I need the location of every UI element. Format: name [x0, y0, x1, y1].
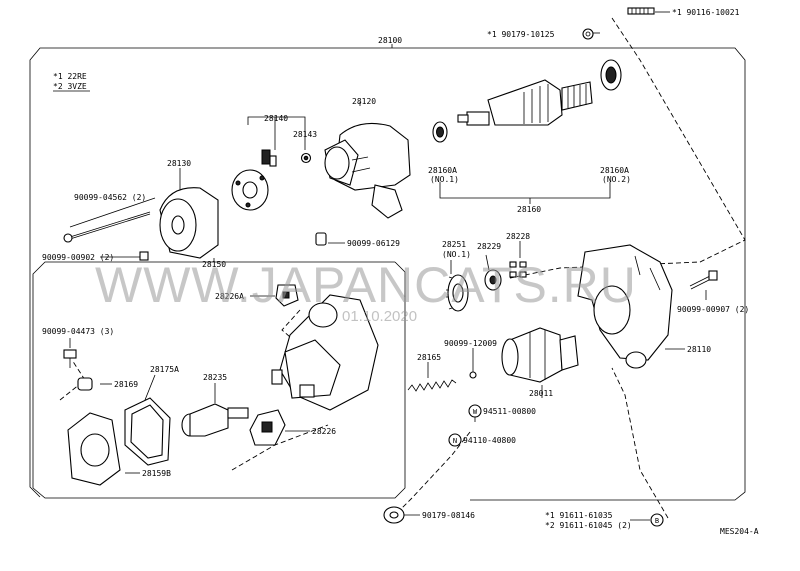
terminal-28226	[249, 409, 286, 446]
legend-line-1: *1 22RE	[53, 72, 87, 81]
ball-90099-12009	[469, 371, 477, 379]
watermark-date: 01.10.2020	[342, 308, 417, 325]
callout-b-letter: B	[655, 517, 659, 525]
callout-w: W	[468, 404, 482, 418]
label-28226: 28226	[312, 427, 336, 436]
label-28159b: 28159B	[142, 469, 171, 478]
callout-b: B	[650, 513, 664, 527]
magnetic-switch-28150	[271, 294, 379, 411]
yoke-28120	[324, 122, 411, 219]
label-28160a-no1-qualifier: (NO.1)	[430, 175, 459, 184]
armature-28160	[457, 79, 593, 126]
label-90099-06129: 90099-06129	[347, 239, 400, 248]
label-28120: 28120	[352, 97, 376, 106]
label-28160a-no2-qualifier: (NO.2)	[602, 175, 631, 184]
end-frame-28130	[159, 187, 219, 259]
retainer-28229	[484, 269, 502, 291]
label-90099-00902: 90099-00902 (2)	[42, 253, 114, 262]
screw-90099-00902	[139, 251, 149, 261]
washer-90179-10125	[582, 28, 594, 40]
rollers-28228	[509, 261, 527, 278]
washer-90179-08146	[383, 506, 405, 524]
spring-28165	[407, 379, 457, 392]
label-90099-12009: 90099-12009	[444, 339, 497, 348]
pinion-gear-28251	[446, 274, 469, 312]
label-28143: 28143	[293, 130, 317, 139]
label-28150: 28150	[202, 260, 226, 269]
label-90099-04562: 90099-04562 (2)	[74, 193, 146, 202]
label-28251: 28251	[442, 240, 466, 249]
label-28160: 28160	[517, 205, 541, 214]
label-28160a-no2: 28160A	[600, 166, 629, 175]
label-28175a: 28175A	[150, 365, 179, 374]
screw-90099-04473	[63, 349, 77, 368]
subassembly-frame	[32, 261, 406, 499]
bolt-90116	[627, 7, 655, 15]
nut-28143	[300, 152, 312, 164]
label-28229: 28229	[477, 242, 501, 251]
stud-90099-06129	[315, 232, 327, 246]
terminal-28226a	[275, 284, 299, 307]
assembly-frame	[29, 47, 746, 501]
figure-code: MES204-A	[720, 527, 759, 536]
legend-line-2: *2 3VZE	[53, 82, 87, 91]
plunger-28235	[181, 403, 249, 437]
cap-28169	[77, 377, 93, 391]
label-94511-00800: 94511-00800	[483, 407, 536, 416]
label-28011: 28011	[529, 389, 553, 398]
label-91611-61045: *2 91611-61045 (2)	[545, 521, 632, 530]
alignment-line-top	[509, 17, 746, 279]
label-28100: 28100	[378, 36, 402, 45]
gasket-28175a	[124, 397, 171, 466]
label-28165: 28165	[417, 353, 441, 362]
label-90179-10125: *1 90179-10125	[487, 30, 555, 39]
bearing-28160a-no2	[600, 59, 622, 91]
label-94110-40800: 94110-40800	[463, 436, 516, 445]
label-28160a-no1: 28160A	[428, 166, 457, 175]
label-28235: 28235	[203, 373, 227, 382]
bolt-90099-00907	[689, 270, 718, 290]
long-bolt-90099-04562	[63, 211, 151, 243]
watermark-site: WWW.JAPANCATS.RU	[95, 257, 637, 313]
callout-w-letter: W	[473, 408, 478, 416]
label-28110: 28110	[687, 345, 711, 354]
label-90099-00907: 90099-00907 (2)	[677, 305, 749, 314]
label-90179-08146: 90179-08146	[422, 511, 475, 520]
callout-n-letter: N	[453, 437, 457, 445]
bearing-28160a-no1	[432, 121, 448, 143]
housing-28110	[577, 244, 673, 369]
label-28228: 28228	[506, 232, 530, 241]
callout-n: N	[448, 433, 462, 447]
label-28226a: 28226A	[215, 292, 244, 301]
label-91611-61035: *1 91611-61035	[545, 511, 613, 520]
label-28140: 28140	[264, 114, 288, 123]
clutch-28011	[501, 327, 579, 383]
brush-holder-28140	[231, 149, 277, 211]
label-28251-qualifier: (NO.1)	[442, 250, 471, 259]
label-28130: 28130	[167, 159, 191, 168]
label-28169: 28169	[114, 380, 138, 389]
label-90116-10021: *1 90116-10021	[672, 8, 740, 17]
label-90099-04473: 90099-04473 (3)	[42, 327, 114, 336]
cover-28159b	[67, 412, 121, 486]
